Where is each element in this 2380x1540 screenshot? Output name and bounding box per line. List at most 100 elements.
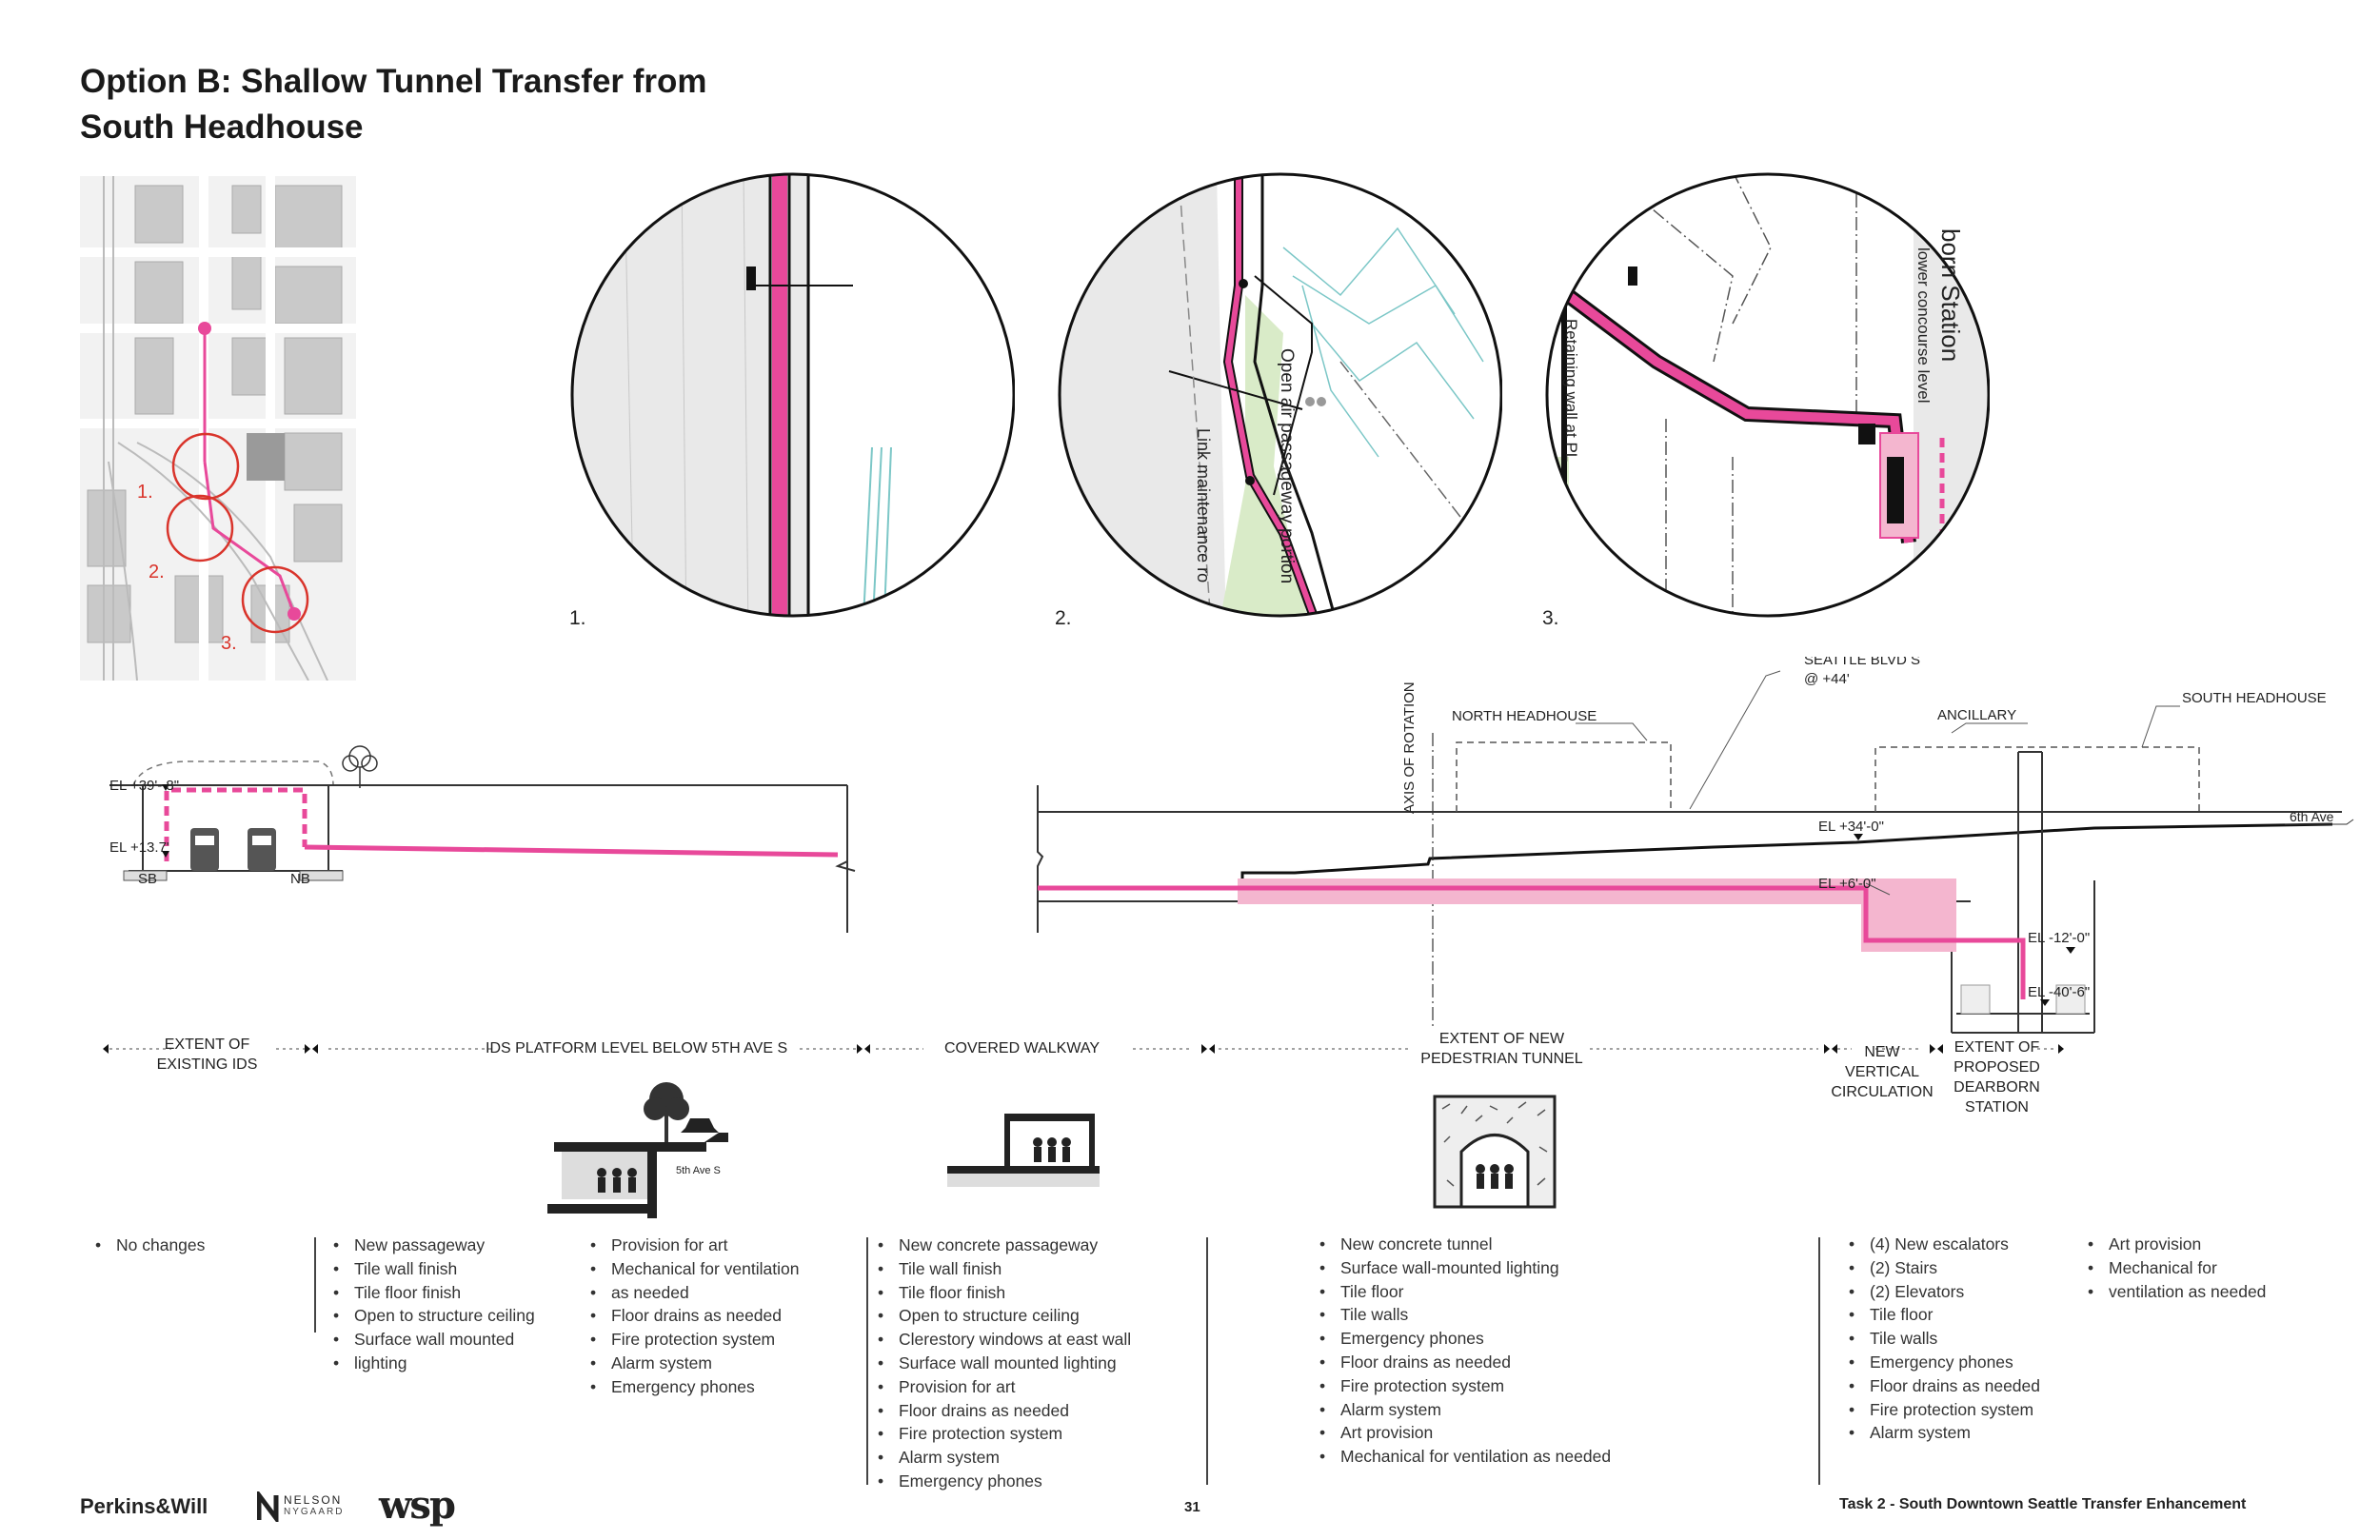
list-col1: No changes xyxy=(95,1234,205,1257)
list-col4: New concrete tunnel Surface wall-mounted… xyxy=(1319,1233,1611,1469)
extent-proposed-dearborn: EXTENT OF PROPOSED DEARBORN STATION xyxy=(1954,1039,2040,1116)
el-39-label: EL +39'- 8" xyxy=(109,778,179,794)
divider-1 xyxy=(314,1237,316,1333)
map-marker-1: 1. xyxy=(137,482,153,503)
list-item: (2) Elevators xyxy=(1849,1280,2040,1304)
list-item: Clerestory windows at east wall xyxy=(878,1328,1131,1352)
title-line-1: Option B: Shallow Tunnel Transfer from xyxy=(80,63,707,100)
el-6-label: EL +6'-0" xyxy=(1818,876,1876,892)
list-item: Open to structure ceiling xyxy=(333,1304,535,1328)
list-item: New passageway xyxy=(333,1234,535,1257)
map-marker-2: 2. xyxy=(149,562,165,582)
list-item: Floor drains as needed xyxy=(1849,1374,2040,1398)
location-map: 1. 2. 3. xyxy=(80,176,356,681)
el-34-label: EL +34'-0" xyxy=(1818,819,1884,835)
task-title: Task 2 - South Downtown Seattle Transfer… xyxy=(1839,1496,2247,1512)
nygaard-text: NYGAARD xyxy=(284,1507,345,1517)
sb-label: SB xyxy=(138,871,157,887)
tunnel-icon xyxy=(1433,1095,1557,1209)
list-item: Alarm system xyxy=(590,1352,799,1375)
list-item: Surface wall-mounted lighting xyxy=(1319,1256,1611,1280)
link-maintenance-label: Link maintenance ro xyxy=(1194,428,1213,582)
list-item: Tile floor finish xyxy=(878,1281,1131,1305)
wsp-logo: wsp xyxy=(379,1483,456,1528)
list-item: Emergency phones xyxy=(590,1375,799,1399)
section-diagram: EL +39'- 8" EL +13.7' SB NB xyxy=(0,652,2380,1056)
list-item: Provision for art xyxy=(590,1234,799,1257)
extent-new-tunnel: EXTENT OF NEW PEDESTRIAN TUNNEL xyxy=(1420,1031,1583,1067)
detail-circle-1 xyxy=(567,171,1016,638)
list-item: Tile walls xyxy=(1319,1303,1611,1327)
map-marker-3: 3. xyxy=(221,633,237,654)
list-item: Floor drains as needed xyxy=(590,1304,799,1328)
list-item: Tile floor xyxy=(1849,1303,2040,1327)
detail-circle-3: Retaining wall at PL lower concourse lev… xyxy=(1542,171,1991,638)
sixth-ave-label: 6th Ave xyxy=(2290,809,2334,824)
seattle-blvd-label-1: SEATTLE BLVD S xyxy=(1804,657,1920,668)
list-item: Tile walls xyxy=(1849,1327,2040,1351)
list-item: Fire protection system xyxy=(1849,1398,2040,1422)
list-item: Provision for art xyxy=(878,1375,1131,1399)
list-col5a: (4) New escalators (2) Stairs (2) Elevat… xyxy=(1849,1233,2040,1445)
list-item: (2) Stairs xyxy=(1849,1256,2040,1280)
list-item: Emergency phones xyxy=(1849,1351,2040,1374)
extent-ids-platform: IDS PLATFORM LEVEL BELOW 5TH AVE S xyxy=(486,1040,788,1056)
list-item: Floor drains as needed xyxy=(878,1399,1131,1423)
extent-existing-ids: EXTENT OF EXISTING IDS xyxy=(156,1037,258,1073)
list-item: Art provision xyxy=(2088,1233,2266,1256)
list-col5b: Art provision Mechanical for ventilation… xyxy=(2088,1233,2266,1303)
divider-2 xyxy=(866,1237,868,1485)
list-item: Mechanical for xyxy=(2088,1256,2266,1280)
list-item: No changes xyxy=(95,1234,205,1257)
list-item: Tile floor xyxy=(1319,1280,1611,1304)
station-name-label: born Station xyxy=(1936,228,1965,362)
list-item: Tile floor finish xyxy=(333,1281,535,1305)
list-item: Surface wall mounted xyxy=(333,1328,535,1352)
north-headhouse-label: NORTH HEADHOUSE xyxy=(1452,708,1597,724)
list-item: Emergency phones xyxy=(1319,1327,1611,1351)
page-number: 31 xyxy=(1184,1499,1200,1515)
extent-covered-walkway: COVERED WALKWAY xyxy=(944,1040,1100,1056)
list-item: New concrete passageway xyxy=(878,1234,1131,1257)
extent-dimension-line xyxy=(95,1037,2190,1066)
detail-number-1: 1. xyxy=(569,607,586,629)
covered-walkway-icon xyxy=(947,1109,1100,1194)
list-item: Fire protection system xyxy=(1319,1374,1611,1398)
list-item: Tile wall finish xyxy=(333,1257,535,1281)
list-item: Art provision xyxy=(1319,1421,1611,1445)
el-13-label: EL +13.7' xyxy=(109,839,169,856)
divider-4 xyxy=(1818,1237,1820,1485)
list-item: Mechanical for ventilation xyxy=(590,1257,799,1281)
list-col3: New concrete passageway Tile wall finish… xyxy=(878,1234,1131,1493)
list-col2b: Provision for art Mechanical for ventila… xyxy=(590,1234,799,1399)
ids-platform-icon: 5th Ave S xyxy=(543,1061,733,1223)
detail-number-2: 2. xyxy=(1055,607,1072,629)
list-item: as needed xyxy=(590,1281,799,1305)
divider-3 xyxy=(1206,1237,1208,1485)
list-item: Fire protection system xyxy=(590,1328,799,1352)
perkins-will-logo: Perkins&Will xyxy=(80,1494,208,1518)
fifth-ave-label: 5th Ave S xyxy=(676,1165,721,1176)
page-title: Option B: Shallow Tunnel Transfer from S… xyxy=(80,59,707,150)
list-item: Alarm system xyxy=(1849,1421,2040,1445)
el-m40-label: EL -40'-6" xyxy=(2028,984,2090,1000)
nb-label: NB xyxy=(290,871,310,887)
list-item: New concrete tunnel xyxy=(1319,1233,1611,1256)
list-item: Mechanical for ventilation as needed xyxy=(1319,1445,1611,1469)
nelson-text: NELSON xyxy=(284,1493,343,1507)
list-item: Open to structure ceiling xyxy=(878,1304,1131,1328)
list-item: Alarm system xyxy=(878,1446,1131,1470)
retaining-wall-label: Retaining wall at PL xyxy=(1562,319,1580,462)
list-item: Floor drains as needed xyxy=(1319,1351,1611,1374)
list-item: Alarm system xyxy=(1319,1398,1611,1422)
list-item: (4) New escalators xyxy=(1849,1233,2040,1256)
lower-concourse-label: lower concourse level xyxy=(1914,247,1933,403)
el-m12-label: EL -12'-0" xyxy=(2028,930,2090,946)
list-col2a: New passageway Tile wall finish Tile flo… xyxy=(333,1234,535,1375)
list-item: Emergency phones xyxy=(878,1470,1131,1493)
list-item: lighting xyxy=(333,1352,535,1375)
ancillary-label: ANCILLARY xyxy=(1937,707,2016,723)
extent-vertical-circ: NEW VERTICAL CIRCULATION xyxy=(1831,1044,1934,1100)
list-item: Fire protection system xyxy=(878,1422,1131,1446)
nelson-nygaard-logo: NELSON NYGAARD xyxy=(257,1490,362,1524)
